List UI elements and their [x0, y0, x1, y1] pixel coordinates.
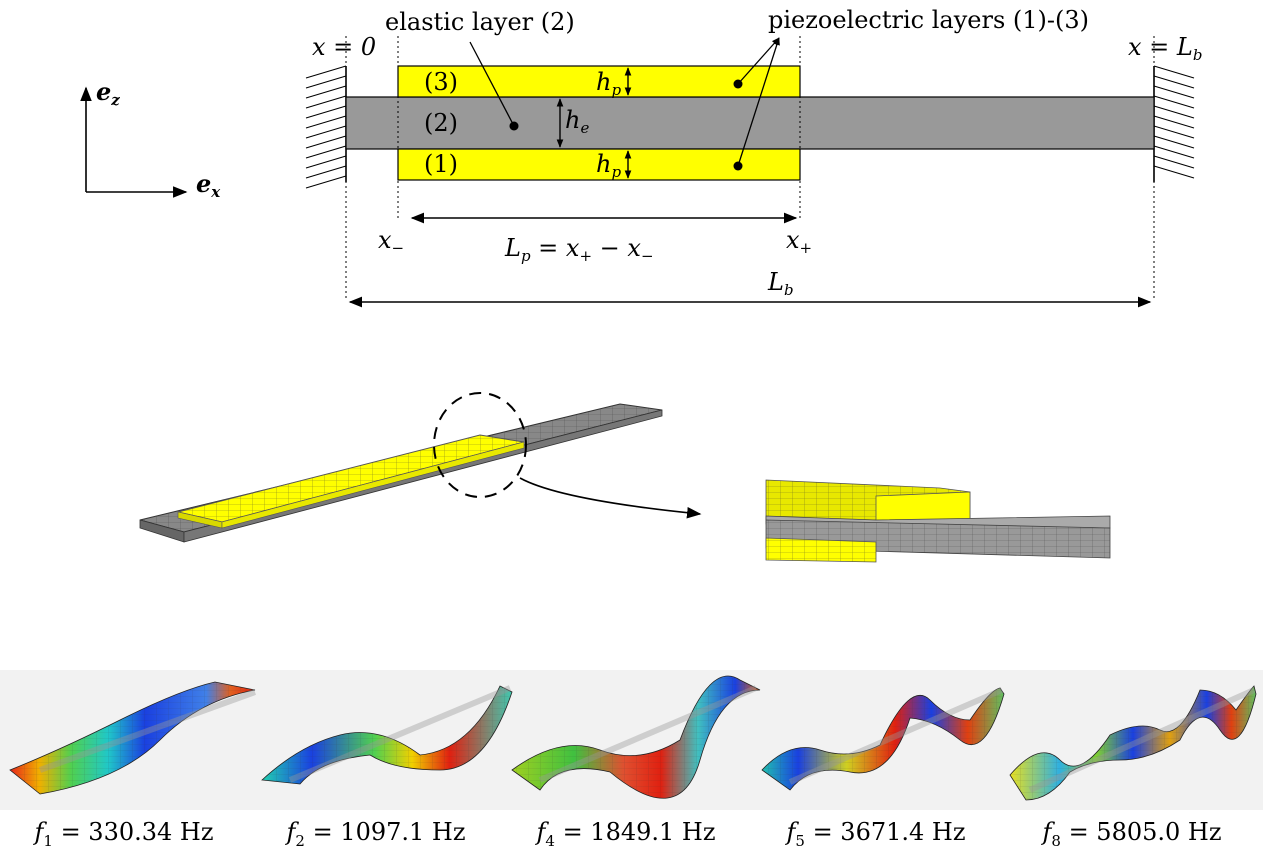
- mode-caption-5: f5 = 3671.4 Hz: [786, 818, 966, 850]
- mode-caption-4: f4 = 1849.1 Hz: [536, 818, 716, 850]
- elastic-dot: [509, 121, 519, 131]
- mode-caption-1: f1 = 330.34 Hz: [34, 818, 214, 850]
- piezo-leader-bottom: [737, 37, 780, 167]
- Lb-label: Lb: [767, 268, 794, 299]
- elastic-layer-label: elastic layer (2): [385, 8, 575, 36]
- ex-label: ex: [196, 169, 221, 201]
- layer-1-label: (1): [424, 150, 458, 178]
- right-clamp: [1153, 65, 1195, 182]
- zoom-arrow: [519, 477, 702, 519]
- layer-2-label: (2): [424, 109, 458, 137]
- Lp-equation: Lp = x+ − x−: [504, 234, 654, 265]
- mode-shape-5: [761, 687, 1005, 791]
- mode-caption-2: f2 = 1097.1 Hz: [286, 818, 466, 850]
- hp-top-label: hp: [596, 68, 621, 99]
- he-label: he: [565, 106, 589, 137]
- mode-shape-4: [511, 675, 761, 799]
- dotted-guides: [345, 36, 1155, 300]
- ez-label: ez: [96, 77, 120, 109]
- piezo-dot-top: [733, 79, 743, 89]
- x-minus-label: x−: [378, 226, 404, 257]
- mode-shape-2: [261, 685, 513, 785]
- left-clamp: [305, 65, 347, 189]
- xLb-label: x = Lb: [1128, 33, 1202, 64]
- zoom-detail: [765, 479, 1111, 563]
- piezo-leader-top: [737, 37, 780, 85]
- mode-shape-8: [1009, 685, 1257, 801]
- mode-shapes: [0, 670, 1263, 810]
- piezo-dot-bottom: [733, 161, 743, 171]
- mode-caption-8: f8 = 5805.0 Hz: [1042, 818, 1222, 850]
- x-plus-label: x+: [786, 226, 812, 257]
- hp-bottom-label: hp: [596, 150, 621, 181]
- piezo-layer-top: [397, 65, 801, 98]
- coordinate-axes: ez ex: [80, 77, 221, 201]
- zoom-circle: [433, 392, 527, 498]
- elastic-layer: [345, 96, 1155, 150]
- piezo-layer-bottom: [397, 148, 801, 181]
- x0-label: x = 0: [312, 33, 376, 61]
- fe-mesh-3d: [139, 403, 663, 543]
- elastic-leader: [469, 41, 515, 127]
- piezo-layers-label: piezoelectric layers (1)-(3): [768, 6, 1089, 34]
- mode-shape-1: [9, 681, 257, 795]
- layer-3-label: (3): [424, 68, 458, 96]
